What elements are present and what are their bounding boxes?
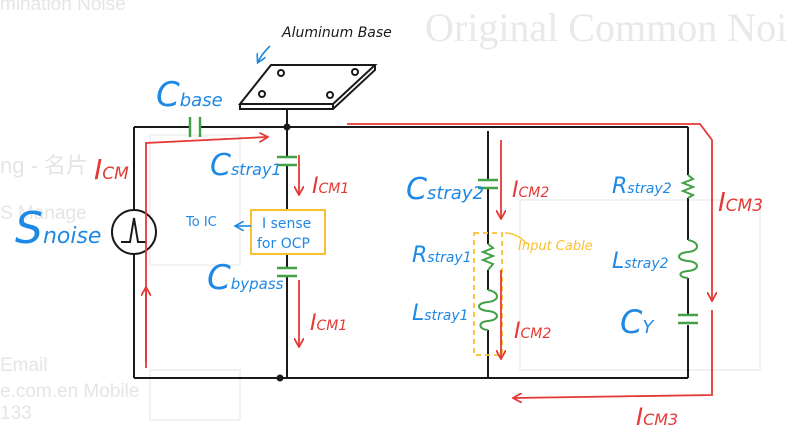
i-cm2-top-label: ICM2 bbox=[512, 178, 549, 203]
to-ic-label: To IC bbox=[185, 215, 217, 230]
i-cm-left-label: ICM bbox=[94, 153, 129, 186]
bg-title: Original Common Nois bbox=[425, 5, 787, 50]
l-stray1-label: Lstray1 bbox=[412, 301, 469, 326]
bg-text-left-5: 133 bbox=[0, 403, 32, 424]
current-paths bbox=[146, 123, 713, 398]
i-cm1-bottom-label: ICM1 bbox=[310, 311, 347, 336]
i-cm1-top-label: ICM1 bbox=[312, 174, 349, 199]
capacitor-c-y bbox=[678, 313, 698, 325]
bg-text-left-4: e.com.en Mobile bbox=[0, 381, 140, 402]
c-y-label: CY bbox=[620, 303, 655, 341]
capacitor-c-stray1 bbox=[277, 155, 297, 167]
i-cm2-bottom-label: ICM2 bbox=[514, 319, 551, 344]
background-ghost-shapes bbox=[149, 134, 761, 421]
r-stray1-label: Rstray1 bbox=[412, 243, 472, 268]
inductor-l-stray2 bbox=[678, 239, 698, 279]
i-cm3-outer-arrow bbox=[347, 123, 712, 300]
resistor-r-stray2 bbox=[680, 174, 696, 199]
capacitor-c-bypass bbox=[277, 266, 297, 278]
c-stray1-label: Cstray1 bbox=[210, 148, 282, 183]
circuit-wires bbox=[133, 126, 689, 379]
c-base-label: Cbase bbox=[156, 75, 223, 115]
r-stray2-label: Rstray2 bbox=[612, 174, 672, 199]
input-cable-box bbox=[473, 232, 503, 356]
bg-text-left-2: S Manage bbox=[0, 203, 87, 224]
aluminum-base-plate bbox=[237, 64, 378, 127]
capacitor-c-stray2 bbox=[478, 178, 498, 190]
c-stray2-label: Cstray2 bbox=[406, 172, 484, 207]
l-stray2-label: Lstray2 bbox=[612, 249, 669, 274]
aluminum-base-label: Aluminum Base bbox=[281, 25, 392, 41]
noise-source-symbol bbox=[111, 209, 157, 255]
i-cm3-bottom-label: ICM3 bbox=[636, 403, 678, 431]
aluminum-base-pointer-arrow bbox=[258, 45, 271, 62]
input-cable-label: Input Cable bbox=[518, 239, 593, 254]
junction-dot-top bbox=[283, 123, 291, 131]
capacitor-c-base bbox=[188, 117, 202, 137]
i-cm3-return-arrow bbox=[514, 310, 713, 398]
bg-text-left-3: Email bbox=[0, 355, 48, 376]
s-noise-label: Snoise bbox=[15, 203, 101, 254]
resistor-r-stray1 bbox=[480, 243, 496, 271]
i-sense-box bbox=[250, 209, 326, 255]
for-ocp-label: for OCP bbox=[257, 236, 310, 252]
junction-dot-bottom bbox=[276, 374, 284, 382]
i-cm3-right-label: ICM3 bbox=[718, 188, 763, 218]
inductor-l-stray1 bbox=[478, 289, 498, 331]
bg-text-left-1: ng - 名片 bbox=[0, 153, 89, 178]
i-sense-label: I sense bbox=[262, 216, 311, 232]
c-bypass-label: Cbypass bbox=[207, 258, 284, 298]
bg-text-top-left: mination Noise bbox=[0, 0, 126, 15]
input-cable-pointer-arrow bbox=[504, 232, 528, 245]
